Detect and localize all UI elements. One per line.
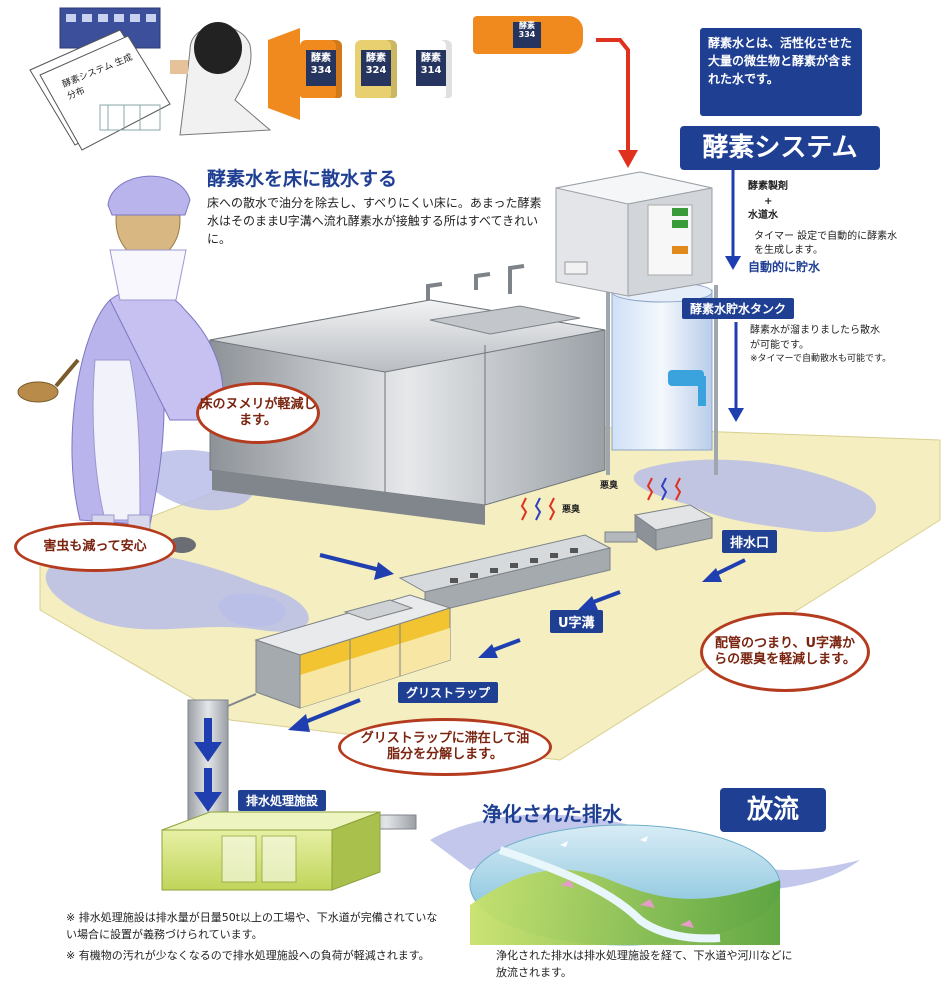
u-ditch-label: U字溝 — [550, 610, 603, 633]
bottle-3: 酵素314 — [410, 40, 452, 98]
sprinkle-title: 酵素水を床に散水する — [207, 168, 398, 190]
tank-note-main: 酵素水が溜まりましたら散水が可能です。 — [750, 325, 880, 351]
water-puddle — [218, 593, 286, 627]
bottle-1-label: 酵素334 — [306, 50, 336, 86]
sprinkle-text: 床への散水で油分を除去し、すべりにくい床に。あまった酵素水はそのままU字溝へ流れ… — [207, 196, 542, 246]
drain-label: 排水口 — [722, 530, 778, 553]
odor-marks — [520, 477, 682, 521]
floor-slime-bubble: 床のヌメリが軽減します。 — [196, 382, 320, 444]
grease-trap-label: グリストラップ — [398, 682, 499, 703]
purified-label: 浄化された排水 — [482, 802, 622, 826]
tank-label: 酵素水貯水タンク — [682, 298, 795, 319]
pipes-bubble: 配管のつまり、U字溝からの悪臭を軽減します。 — [700, 612, 870, 692]
tank-note: 酵素水が溜まりましたら散水が可能です。 ※タイマーで自動散水も可能です。 — [750, 324, 940, 366]
top-bottle-label: 酵素334 — [513, 21, 541, 48]
bottle-1: 酵素334 — [300, 40, 342, 98]
discharge-label: 放流 — [720, 788, 826, 832]
footnote-2: ※ 有機物の汚れが少なくなるので排水処理施設への負荷が軽減されます。 — [66, 949, 430, 962]
enzyme-agent-label: 酵素製剤 — [748, 181, 788, 192]
grease-bubble: グリストラップに滞在して油脂分を分解します。 — [338, 718, 552, 776]
top-bottle: 酵素334 — [473, 16, 583, 54]
timer-note: タイマー 設定で自動的に酵素水を生成します。 — [754, 230, 898, 257]
footnote-1: ※ 排水処理施設は排水量が日量50t以上の工場や、下水道が完備されていない場合に… — [66, 911, 438, 941]
product-bottles: 酵素334 酵素324 酵素314 — [300, 30, 460, 120]
tank-note-timer: ※タイマーで自動散水も可能です。 — [750, 354, 892, 364]
description-box: 酵素水とは、活性化させた大量の微生物と酵素が含まれた水です。 — [700, 28, 862, 116]
plus-sign: + — [764, 195, 773, 207]
auto-store-label: 自動的に貯水 — [748, 260, 821, 274]
bottle-3-label: 酵素314 — [416, 50, 446, 86]
water-puddle — [633, 459, 877, 532]
bottle-2: 酵素324 — [355, 40, 397, 98]
pests-bubble: 害虫も減って安心 — [14, 522, 176, 572]
odor-label-1: 悪臭 — [562, 505, 581, 515]
tap-water-label: 水道水 — [748, 210, 778, 221]
system-title: 酵素システム — [680, 126, 880, 170]
bottle-2-label: 酵素324 — [361, 50, 391, 86]
system-inputs: 酵素製剤 + 水道水 タイマー 設定で自動的に酵素水を生成します。 — [748, 180, 928, 259]
treatment-label: 排水処理施設 — [238, 790, 327, 811]
purified-note: 浄化された排水は排水処理施設を経て、下水道や河川などに放流されます。 — [496, 949, 793, 979]
odor-label-2: 悪臭 — [600, 481, 619, 491]
drain-grating-holes — [450, 548, 578, 583]
